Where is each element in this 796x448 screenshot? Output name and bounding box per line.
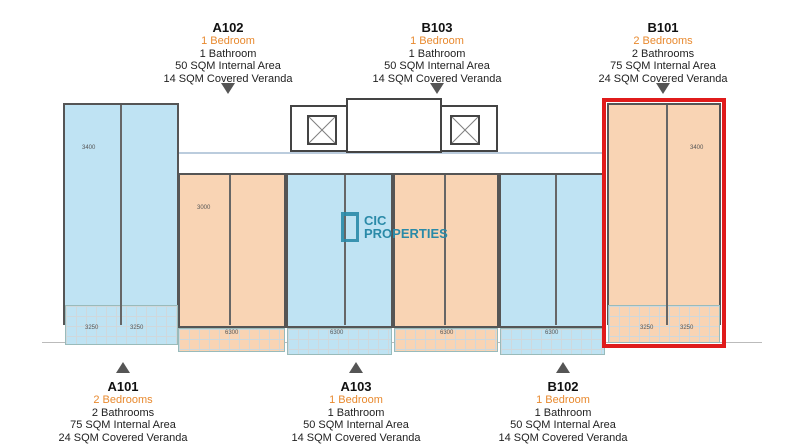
veranda-b103: [394, 328, 498, 352]
unit-label-a102: A102 1 Bedroom 1 Bathroom 50 SQM Interna…: [128, 20, 328, 85]
unit-bathrooms: 1 Bathroom: [199, 47, 257, 60]
unit-plan-b102[interactable]: [499, 173, 606, 328]
dimension: 3400: [82, 145, 96, 151]
unit-veranda: 24 SQM Covered Veranda: [58, 431, 188, 444]
arrow-up-icon: [116, 362, 130, 373]
unit-plan-a103[interactable]: [286, 173, 393, 328]
unit-internal-area: 50 SQM Internal Area: [510, 419, 616, 431]
stairwell: [346, 98, 442, 153]
unit-veranda: 14 SQM Covered Veranda: [498, 431, 628, 444]
elevator-right: [450, 115, 480, 145]
veranda-b101: [608, 305, 720, 343]
dimension: 3400: [690, 145, 704, 151]
dimension: 3250: [680, 325, 694, 331]
dimension: 3250: [640, 325, 654, 331]
unit-bathrooms: 2 Bathrooms: [631, 47, 695, 60]
unit-name: B102: [547, 379, 579, 394]
unit-bedrooms: 2 Bedrooms: [93, 394, 153, 406]
unit-plan-b103[interactable]: [393, 173, 499, 328]
unit-bedrooms: 1 Bedroom: [410, 35, 464, 47]
unit-bathrooms: 1 Bathroom: [408, 47, 466, 60]
arrow-down-icon: [221, 83, 235, 94]
wall: [120, 105, 122, 325]
corridor-line: [178, 152, 605, 154]
arrow-down-icon: [430, 83, 444, 94]
unit-label-a101: A101 2 Bedrooms 2 Bathrooms 75 SQM Inter…: [23, 379, 223, 444]
wall: [666, 105, 668, 325]
watermark-line2: PROPERTIES: [364, 226, 448, 241]
veranda-a102: [178, 328, 285, 352]
unit-internal-area: 75 SQM Internal Area: [610, 60, 716, 72]
unit-internal-area: 50 SQM Internal Area: [303, 419, 409, 431]
veranda-a103: [287, 328, 392, 355]
veranda-b102: [500, 328, 605, 355]
unit-internal-area: 50 SQM Internal Area: [384, 60, 490, 72]
dimension: 6300: [545, 330, 559, 336]
unit-label-a103: A103 1 Bedroom 1 Bathroom 50 SQM Interna…: [256, 379, 456, 444]
watermark-line1: CIC: [364, 213, 387, 228]
arrow-down-icon: [656, 83, 670, 94]
dimension: 6300: [330, 330, 344, 336]
unit-name: A101: [107, 379, 139, 394]
unit-bedrooms: 2 Bedrooms: [633, 35, 693, 47]
selected-unit-highlight: [602, 98, 726, 348]
wall: [555, 175, 557, 325]
dimension: 3250: [85, 325, 99, 331]
unit-bathrooms: 2 Bathrooms: [91, 406, 155, 419]
unit-internal-area: 75 SQM Internal Area: [70, 419, 176, 431]
unit-plan-a102[interactable]: [178, 173, 286, 328]
dimension: 3250: [130, 325, 144, 331]
unit-bedrooms: 1 Bedroom: [329, 394, 383, 406]
unit-label-b103: B103 1 Bedroom 1 Bathroom 50 SQM Interna…: [337, 20, 537, 85]
unit-bathrooms: 1 Bathroom: [327, 406, 385, 419]
unit-label-b101: B101 2 Bedrooms 2 Bathrooms 75 SQM Inter…: [563, 20, 763, 85]
arrow-up-icon: [349, 362, 363, 373]
watermark-text: CIC PROPERTIES: [364, 214, 448, 240]
unit-label-b102: B102 1 Bedroom 1 Bathroom 50 SQM Interna…: [463, 379, 663, 444]
unit-name: B101: [647, 20, 679, 35]
unit-veranda: 14 SQM Covered Veranda: [163, 72, 293, 85]
dimension: 3000: [197, 205, 211, 211]
watermark-logo: [341, 212, 359, 242]
dimension: 6300: [440, 330, 454, 336]
unit-bedrooms: 1 Bedroom: [201, 35, 255, 47]
wall: [229, 175, 231, 325]
unit-name: B103: [421, 20, 453, 35]
unit-internal-area: 50 SQM Internal Area: [175, 60, 281, 72]
unit-veranda: 14 SQM Covered Veranda: [372, 72, 502, 85]
dimension: 6300: [225, 330, 239, 336]
unit-veranda: 14 SQM Covered Veranda: [291, 431, 421, 444]
unit-name: A102: [212, 20, 244, 35]
elevator-left: [307, 115, 337, 145]
wall: [444, 175, 446, 325]
unit-bathrooms: 1 Bathroom: [534, 406, 592, 419]
unit-bedrooms: 1 Bedroom: [536, 394, 590, 406]
arrow-up-icon: [556, 362, 570, 373]
unit-name: A103: [340, 379, 372, 394]
wall: [344, 175, 346, 325]
unit-veranda: 24 SQM Covered Veranda: [598, 72, 728, 85]
